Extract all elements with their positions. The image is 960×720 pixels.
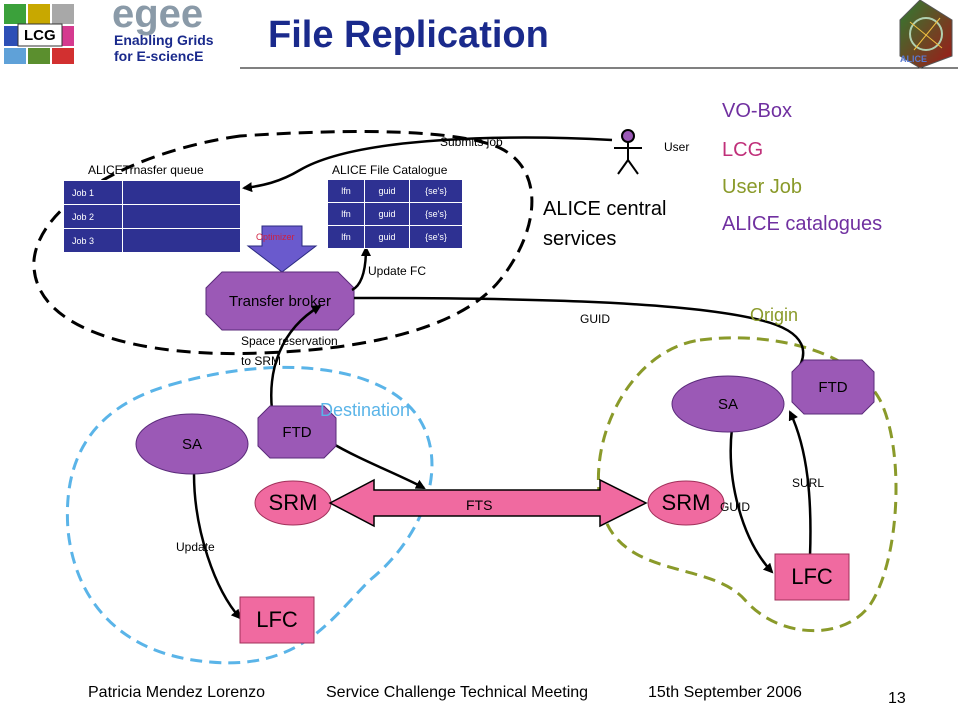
destination-title: Destination [320,400,411,420]
update-fc-label: Update FC [368,264,427,278]
central-services-label-line2: services [543,228,617,250]
catalogue-guid: guid [364,225,410,249]
space-reservation-label-1: Space reservation [241,334,338,348]
legend-lcg: LCG [722,139,764,161]
egee-logo-text: egee [112,0,204,36]
catalogue-ses: {se's} [409,202,463,226]
legend-user-job: User Job [722,176,803,198]
catalogue-ses: {se's} [409,179,463,203]
space-reservation-label-2: to SRM [241,354,282,368]
footer-date: 15th September 2006 [648,684,802,701]
optimizer-arrow [246,225,318,273]
optimizer-label: Optimizer [256,232,295,242]
footer-author: Patricia Mendez Lorenzo [88,684,265,701]
origin-sa-label: SA [717,395,738,413]
origin-lfc-label: LFC [791,564,833,589]
destination-ftd-to-broker-line [270,304,322,411]
catalogue-guid: guid [364,202,410,226]
egee-tagline-2: for E-sciencE [114,48,204,64]
catalogue-guid: guid [364,179,410,203]
update-label: Update [176,540,215,554]
catalogue-row: lfn guid {se's} [327,202,463,226]
catalogue-ses: {se's} [409,225,463,249]
broker-to-origin-ftd-line [353,296,805,373]
destination-boundary [65,365,434,665]
catalogue-title: ALICE File Catalogue [332,163,448,177]
egee-logo: egee Enabling Grids for E-sciencE [112,0,252,66]
lcg-logo-text: LCG [24,27,56,44]
file-catalogue-table: lfn guid {se's} lfn guid {se's} lfn guid… [327,179,463,249]
origin-sa-shape [671,375,785,433]
broker-to-catalogue-line [351,246,371,292]
destination-sa-shape [135,413,249,475]
origin-ftd-label: FTD [818,378,848,396]
alice-logo-text: ALICE [900,54,927,64]
page-number: 13 [888,690,906,707]
catalogue-row: lfn guid {se's} [327,179,463,203]
catalogue-lfn: lfn [327,202,365,226]
queue-row: Job 1 [63,180,241,205]
legend-alice-catalogues: ALICE catalogues [722,213,883,235]
origin-srm-shape [647,480,725,526]
alice-logo [899,0,953,69]
user-figure [614,129,642,175]
egee-tagline-1: Enabling Grids [114,32,214,48]
origin-lfc-to-ftd-line [788,410,812,557]
user-to-queue-line [242,136,613,193]
central-services-label-line1: ALICE central [543,198,667,220]
sa-to-lfc-update-line [192,473,242,620]
destination-lfc-label: LFC [256,607,298,632]
queue-title: ALICETrnasfer queue [88,163,204,177]
submits-job-label: Submits job [440,135,503,149]
guid-label-top: GUID [580,312,610,326]
destination-sa-label: SA [181,435,202,453]
queue-job: Job 3 [63,228,123,253]
destination-srm-label: SRM [268,490,318,515]
queue-row: Job 3 [63,228,241,253]
catalogue-row: lfn guid {se's} [327,225,463,249]
fts-arrow-shape [328,478,648,528]
queue-row: Job 2 [63,204,241,229]
catalogue-lfn: lfn [327,179,365,203]
destination-ftd-label: FTD [282,423,312,441]
footer-meeting: Service Challenge Technical Meeting [326,684,589,701]
origin-lfc-shape [774,553,850,601]
queue-job: Job 2 [63,204,123,229]
page-title: File Replication [268,14,549,56]
central-services-boundary [32,130,534,356]
queue-job: Job 1 [63,180,123,205]
transfer-broker-label: Transfer broker [229,292,331,310]
guid-label-origin: GUID [720,500,750,514]
transfer-broker-shape [205,271,355,331]
transfer-queue-table: Job 1 Job 2 Job 3 [63,180,241,253]
user-label: User [664,140,690,154]
destination-ftd-shape [257,405,337,459]
origin-ftd-shape [791,359,875,415]
lcg-logo [4,4,74,64]
fts-label: FTS [466,497,493,513]
catalogue-lfn: lfn [327,225,365,249]
destination-lfc-shape [239,596,315,644]
ftd-to-fts-line [329,440,426,490]
origin-sa-to-lfc-line [729,427,774,574]
surl-label: SURL [792,476,825,490]
origin-title: Origin [750,305,799,325]
legend-vo-box: VO-Box [722,100,793,122]
origin-srm-label: SRM [661,490,711,515]
